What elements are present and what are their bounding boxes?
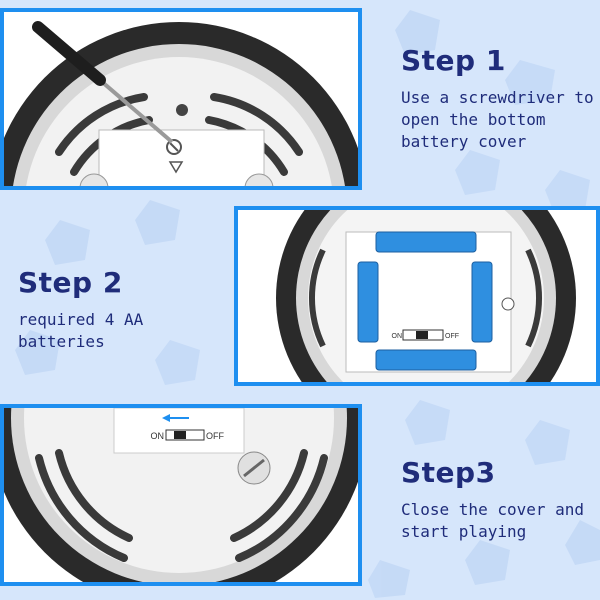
step2-image-panel: ON OFF xyxy=(234,206,600,386)
step1-description: Use a screwdriver to open the bottom bat… xyxy=(401,88,594,151)
step1-text: Step 1 Use a screwdriver to open the bot… xyxy=(401,44,596,153)
step3-title: Step3 xyxy=(401,456,496,489)
step1-image-panel xyxy=(0,8,362,190)
step2-title: Step 2 xyxy=(18,266,123,299)
step3-image-panel: ON OFF xyxy=(0,404,362,586)
screwdriver-icon xyxy=(32,21,174,144)
step2-text: Step 2 required 4 AA batteries xyxy=(18,266,228,353)
switch-on-label: ON xyxy=(392,333,403,340)
step3-description: Close the cover and start playing xyxy=(401,500,585,541)
arrow-left-icon xyxy=(162,414,189,422)
step2-illustration: ON OFF xyxy=(276,210,576,382)
step3-text: Step3 Close the cover and start playing xyxy=(401,456,596,543)
screw-knob-icon xyxy=(237,451,271,485)
step2-description: required 4 AA batteries xyxy=(18,310,144,351)
switch-on-label-3: ON xyxy=(151,431,165,441)
switch-off-label-3: OFF xyxy=(206,431,224,441)
switch-off-label: OFF xyxy=(445,333,459,340)
step1-title: Step 1 xyxy=(401,44,506,77)
step3-illustration: ON OFF xyxy=(4,408,358,582)
step1-illustration xyxy=(4,21,358,186)
battery-icons xyxy=(357,231,493,371)
